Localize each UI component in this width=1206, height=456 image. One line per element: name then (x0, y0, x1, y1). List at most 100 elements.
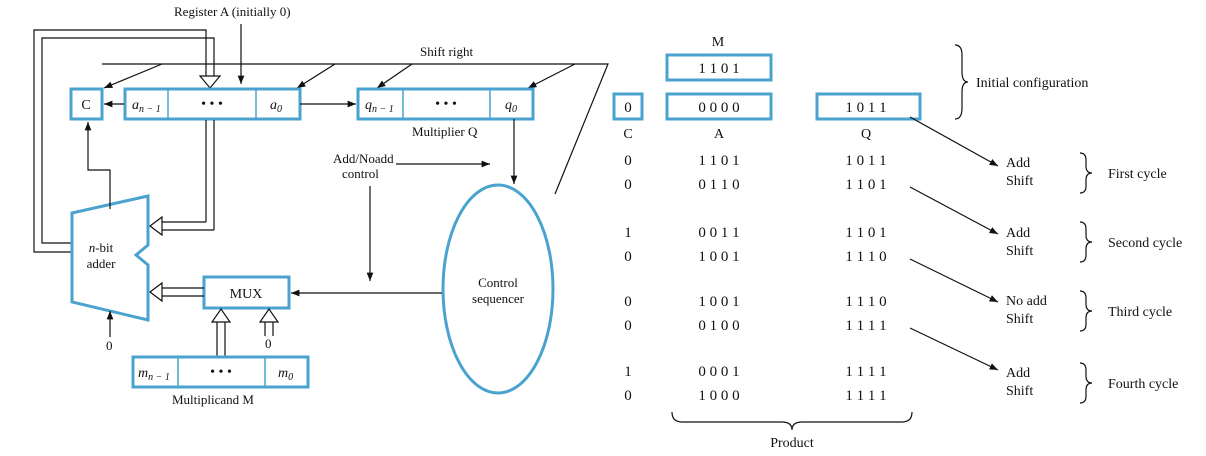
col-c-header: C (623, 127, 632, 142)
row-6: 0 0 1 0 0 1 1 1 1 (624, 318, 886, 334)
m-value: 1 1 0 1 (698, 61, 739, 77)
a-init-box (665, 92, 773, 121)
svg-text:0: 0 (624, 388, 632, 404)
action-arrow-3 (909, 258, 999, 303)
mux (202, 275, 291, 310)
col-a-header: A (714, 127, 725, 142)
multiplier-q-label: Multiplier Q (412, 124, 478, 139)
svg-text:0: 0 (624, 177, 632, 193)
action-1-shift: Shift (1006, 174, 1033, 189)
register-m: mn − 1 • • • m0 (131, 355, 310, 389)
adder-output-bus-inner (41, 37, 215, 244)
action-arrow-4 (909, 327, 999, 371)
svg-text:1 1 0 1: 1 1 0 1 (845, 177, 886, 193)
q-high-bit: q (365, 98, 372, 113)
svg-text:0 1 0 0: 0 1 0 0 (698, 318, 739, 334)
a-dots: • • • (201, 97, 223, 112)
adder-output-bus-outer (33, 29, 207, 253)
mux-zero-input: 0 (265, 336, 272, 351)
svg-text:1 1 1 0: 1 1 1 0 (845, 249, 886, 265)
a-low-bit: a (270, 98, 277, 113)
action-arrow-2 (909, 186, 999, 235)
svg-text:mn − 1: mn − 1 (138, 366, 170, 383)
row-2: 0 0 1 1 0 1 1 0 1 (624, 177, 886, 193)
m-low-bit: m (278, 366, 288, 381)
add-noadd-label-line1: Add/Noadd (333, 151, 394, 166)
svg-text:1 1 0 1: 1 1 0 1 (698, 153, 739, 169)
svg-text:0 0 0 1: 0 0 0 1 (698, 364, 739, 380)
cycle-brace-2 (1079, 221, 1093, 263)
row-4: 0 1 0 0 1 1 1 1 0 (624, 249, 886, 265)
svg-text:1 1 1 1: 1 1 1 1 (845, 388, 886, 404)
shift-arrow-q-high (376, 63, 413, 89)
add-noadd-label-line2: control (342, 166, 379, 181)
cycle-label-2: Second cycle (1108, 236, 1182, 251)
product-brace (671, 411, 913, 431)
bus-arrowhead-a (198, 75, 222, 89)
multiplicand-m-label: Multiplicand M (172, 392, 254, 407)
c-init-box (612, 92, 644, 121)
cycle-brace-4 (1079, 362, 1093, 404)
register-a: an − 1 • • • a0 (123, 87, 302, 121)
svg-text:a0: a0 (270, 98, 282, 115)
control-sequencer-label-1: Control (478, 275, 518, 290)
svg-text:q0: q0 (505, 98, 517, 115)
shift-arrow-q-low (527, 63, 576, 89)
bus-arrowhead-mux-zero (258, 307, 280, 323)
svg-text:1 1 1 1: 1 1 1 1 (845, 364, 886, 380)
action-arrow-1 (909, 116, 999, 167)
a-init: 0 0 0 0 (698, 100, 739, 116)
initial-config-brace (954, 44, 969, 120)
svg-text:m0: m0 (278, 366, 293, 383)
svg-text:0: 0 (624, 318, 632, 334)
multiplication-example: M 1 1 0 1 0 0 0 0 0 1 0 1 1 C A Q Initia… (612, 35, 1182, 451)
shift-arrow-a (296, 63, 336, 89)
row-1: 0 1 1 0 1 1 0 1 1 (624, 153, 886, 169)
svg-text:0 0 1 1: 0 0 1 1 (698, 225, 739, 241)
control-sequencer (441, 183, 555, 395)
svg-text:0 1 1 0: 0 1 1 0 (698, 177, 739, 193)
q-dots: • • • (435, 97, 457, 112)
carry-label: C (81, 98, 90, 113)
adder-carry-to-c-arrow (84, 122, 111, 209)
svg-text:0: 0 (624, 249, 632, 265)
register-a-label: Register A (initially 0) (174, 4, 291, 19)
svg-text:an − 1: an − 1 (132, 98, 161, 115)
q-init-box (815, 92, 922, 121)
register-q: qn − 1 • • • q0 (356, 87, 535, 121)
action-3-shift: Shift (1006, 312, 1033, 327)
hardware-diagram: Register A (initially 0) Shift right C a… (33, 4, 609, 407)
action-4-op: Add (1006, 366, 1030, 381)
m-value-box (665, 53, 773, 82)
row-8: 0 1 0 0 0 1 1 1 1 (624, 388, 886, 404)
shift-right-line (102, 63, 609, 195)
row-3: 1 0 0 1 1 1 1 0 1 (624, 225, 886, 241)
svg-text:1 1 1 1: 1 1 1 1 (845, 318, 886, 334)
mux-label: MUX (230, 287, 263, 302)
cycle-brace-1 (1079, 152, 1093, 194)
svg-text:1 0 0 1: 1 0 0 1 (698, 294, 739, 310)
c-init: 0 (624, 100, 632, 116)
adder-label-2: adder (87, 256, 117, 271)
svg-text:1 0 0 0: 1 0 0 0 (698, 388, 739, 404)
action-4-shift: Shift (1006, 384, 1033, 399)
m-high-bit: m (138, 366, 148, 381)
action-2-shift: Shift (1006, 244, 1033, 259)
col-q-header: Q (861, 127, 871, 142)
action-1-op: Add (1006, 156, 1030, 171)
row-7: 1 0 0 0 1 1 1 1 1 (624, 364, 886, 380)
cycle-brace-3 (1079, 290, 1093, 332)
adder-carry-in-zero: 0 (106, 338, 113, 353)
shift-arrow-c (103, 63, 163, 89)
n-bit-adder (70, 194, 150, 322)
m-dots: • • • (210, 365, 232, 380)
adder-label-1: n-bit (89, 240, 114, 255)
bus-arrowhead-adder-top (149, 215, 163, 237)
initial-config-label: Initial configuration (976, 76, 1088, 91)
q-init: 1 0 1 1 (845, 100, 886, 116)
a-high-bit: a (132, 98, 139, 113)
bus-arrowhead-adder-bottom (149, 281, 163, 303)
shift-right-label: Shift right (420, 44, 473, 59)
